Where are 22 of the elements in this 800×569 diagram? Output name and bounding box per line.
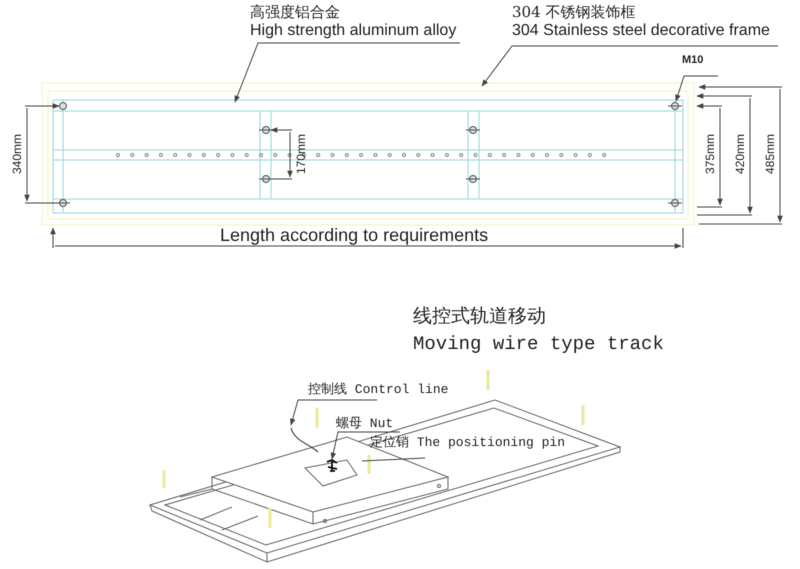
leader-line <box>290 400 378 426</box>
callout-text: 螺母 Nut <box>336 415 394 432</box>
callout-text: High strength aluminum alloy <box>250 22 458 40</box>
callout-text: 高强度铝合金 <box>250 3 341 22</box>
dimension-label: 420mm <box>733 133 747 176</box>
leader-line <box>330 432 400 460</box>
dimension-label: 375mm <box>703 133 717 176</box>
leader-line <box>675 76 718 102</box>
dimension-label: 340mm <box>10 133 24 176</box>
dimension-label: Length according to requirements <box>220 225 488 246</box>
callout-text: 控制线 Control line <box>308 381 450 398</box>
nut-drawing <box>325 459 340 473</box>
section-heading: Moving wire type track <box>413 333 664 355</box>
dimension-label: 485mm <box>763 133 777 176</box>
callout-text: 304 不锈钢装饰框 <box>512 3 636 22</box>
callout-text: 304 Stainless steel decorative frame <box>512 22 771 40</box>
callout-text: M10 <box>682 54 704 66</box>
leader-line <box>482 46 778 87</box>
section-heading: 线控式轨道移动 <box>413 304 546 329</box>
leader-line <box>234 42 460 103</box>
leader-line <box>362 458 426 462</box>
dimension-label: 170mm <box>294 133 308 176</box>
